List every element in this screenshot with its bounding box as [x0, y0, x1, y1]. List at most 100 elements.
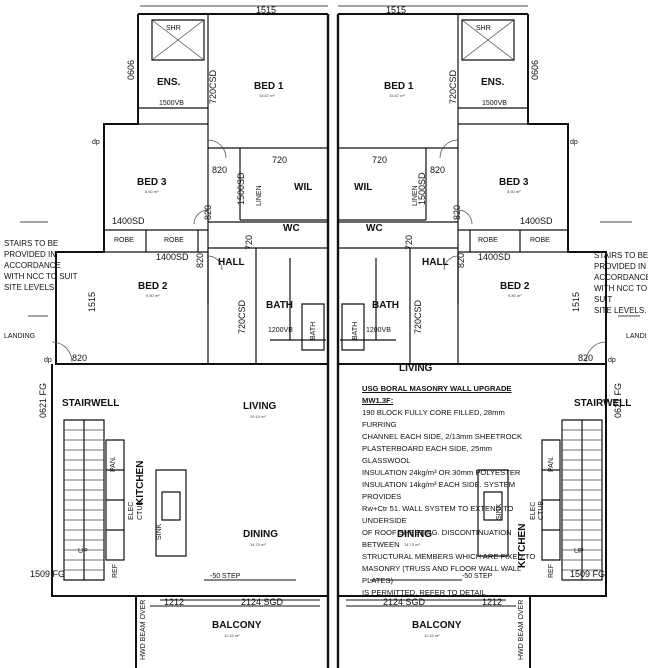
room-label-hall-right: HALL — [422, 257, 449, 268]
note-line: INSULATION 14kg/m³ EACH SIDE. SYSTEM PRO… — [362, 480, 516, 501]
dim-720-hall-left: 720 — [244, 234, 254, 250]
hwd-beam-left: HWD BEAM OVER — [140, 599, 147, 660]
dp-label-left-1: dp — [92, 139, 100, 146]
room-label-dining-right: DINING — [397, 529, 432, 540]
dim-2124sgd-right: 2124 SGD — [383, 597, 426, 607]
dim-1515-side-right: 1515 — [571, 291, 581, 312]
room-area-bed3-right: 8.60 m² — [507, 189, 521, 194]
linen-label-left: LINEN — [256, 185, 263, 206]
room-label-bath-left: BATH — [266, 300, 294, 311]
room-label-wc-right: WC — [366, 223, 383, 234]
room-label-bed3-right: BED 3 — [499, 177, 529, 188]
stair-note-line: SITE LEVELS. — [4, 283, 57, 292]
pantry-label-left: PAN. — [110, 456, 117, 472]
room-area-bed1-right: 15.87 m² — [389, 93, 405, 98]
dim-1500sd-right: 1500SD — [417, 172, 427, 205]
landing-label-right: LANDI — [626, 333, 647, 340]
step-label-right: -50 STEP — [462, 573, 493, 580]
room-label-living-left: LIVING — [243, 401, 277, 412]
room-label-bed1-right: BED 1 — [384, 81, 414, 92]
dim-1400sd-bot-left: 1400SD — [156, 252, 189, 262]
room-label-stairwell-right: STAIRWELL — [574, 398, 632, 409]
room-label-dining-left: DINING — [243, 529, 278, 540]
dim-720csd-top-right: 720CSD — [448, 69, 458, 104]
room-label-ens-right: ENS. — [481, 77, 505, 88]
dim-1515-top-left: 1515 — [256, 5, 277, 15]
stair-note-right: STAIRS TO BE PROVIDED IN ACCORDANCE WITH… — [594, 250, 648, 316]
room-label-wc-left: WC — [283, 223, 300, 234]
dim-0621fg-left: 0621 FG — [38, 382, 48, 418]
dim-820-landing-left: 820 — [72, 353, 88, 363]
dim-0606-right: 0606 — [530, 59, 540, 80]
room-area-bed2-left: 9.80 m² — [146, 293, 160, 298]
note-line: 190 BLOCK FULLY CORE FILLED, 28mm FURRIN… — [362, 408, 505, 429]
room-area-dining-right: 14.70 m² — [404, 542, 420, 547]
stair-note-line: PROVIDED IN — [594, 262, 647, 271]
dim-0606-left: 0606 — [126, 59, 136, 80]
note-heading: USG BORAL MASONRY WALL UPGRADE MW1.3F: — [362, 384, 512, 405]
room-label-kitchen-left: KITCHEN — [135, 460, 146, 505]
dim-820-bed1-right: 820 — [430, 165, 446, 175]
dim-2124sgd-left: 2124 SGD — [241, 597, 284, 607]
elec-label-left: ELEC — [128, 501, 135, 520]
fridge-label-left: REF — [112, 564, 119, 578]
masonry-wall-note: USG BORAL MASONRY WALL UPGRADE MW1.3F: 1… — [362, 383, 540, 599]
room-label-balcony-right: BALCONY — [412, 620, 462, 631]
step-label-left: -50 STEP — [210, 573, 241, 580]
dp-label-right-2: dp — [608, 357, 616, 364]
stair-note-left: STAIRS TO BE PROVIDED IN ACCORDANCE WITH… — [4, 238, 77, 293]
robe-label-right-2: ROBE — [530, 237, 550, 244]
room-label-balcony-left: BALCONY — [212, 620, 262, 631]
dim-720-wil-left: 720 — [272, 155, 288, 165]
room-label-bed2-left: BED 2 — [138, 281, 168, 292]
sink-label-left: SINK — [156, 523, 163, 540]
room-label-bed1-left: BED 1 — [254, 81, 284, 92]
room-label-bed3-left: BED 3 — [137, 177, 167, 188]
room-area-bed1-left: 15.87 m² — [259, 93, 275, 98]
dim-1400sd-bot-right: 1400SD — [478, 252, 511, 262]
room-label-stairwell-left: STAIRWELL — [62, 398, 120, 409]
stair-note-line: STAIRS TO BE — [594, 251, 648, 260]
landing-label-left: LANDING — [4, 333, 36, 340]
room-label-bed2-right: BED 2 — [500, 281, 530, 292]
stair-note-line: SITE LEVELS. — [594, 306, 647, 315]
note-line: IS PERMITTED. REFER TO DETAIL — [362, 588, 486, 597]
stair-note-line: ACCORDANCE — [4, 261, 61, 270]
dim-1500vb-right: 1500VB — [482, 100, 507, 107]
room-area-bed2-right: 9.80 m² — [508, 293, 522, 298]
room-label-hall-left: HALL — [218, 257, 245, 268]
dim-1400sd-top-right: 1400SD — [520, 216, 553, 226]
dim-720csd-top-left: 720CSD — [208, 69, 218, 104]
room-label-wil-left: WIL — [294, 182, 313, 193]
dp-label-left-2: dp — [44, 357, 52, 364]
dim-820-bed3-right: 820 — [452, 204, 462, 220]
dim-820-bed2-left: 820 — [195, 252, 205, 268]
dim-1212-left: 1212 — [164, 597, 185, 607]
room-label-living-right: LIVING — [399, 363, 433, 374]
dim-1212-right: 1212 — [482, 597, 503, 607]
dim-1509fg-left: 1509 FG — [30, 569, 66, 579]
room-label-wil-right: WIL — [354, 182, 373, 193]
hwd-beam-right: HWD BEAM OVER — [518, 599, 525, 660]
stair-note-line: STAIRS TO BE — [4, 239, 59, 248]
dim-720csd-bath-left: 720CSD — [237, 299, 247, 334]
bath-tub-label-left: BATH — [310, 321, 317, 340]
note-line: Rw+Ctr 51. WALL SYSTEM TO EXTEND TO UNDE… — [362, 504, 514, 525]
dim-820-bed2-right: 820 — [456, 252, 466, 268]
dim-1515-top-right: 1515 — [386, 5, 407, 15]
note-line: MASONRY (TRUSS AND FLOOR WALL WALL PLATE… — [362, 564, 521, 585]
stair-up-label-left: UP — [78, 548, 88, 555]
dim-1200vb-right: 1200VB — [366, 327, 391, 334]
stair-up-label-right: UP — [574, 548, 584, 555]
room-label-bath-right: BATH — [372, 300, 400, 311]
room-area-bed3-left: 8.60 m² — [145, 189, 159, 194]
dim-1500vb-left: 1500VB — [159, 100, 184, 107]
bath-tub-label-right: BATH — [352, 321, 359, 340]
ctub-label-left: CTUB — [137, 500, 144, 520]
dim-720csd-bath-right: 720CSD — [413, 299, 423, 334]
dim-0621fg-right: 0621 FG — [613, 382, 623, 418]
stair-note-line: ACCORDANCE — [594, 273, 648, 282]
dp-label-right-1: dp — [570, 139, 578, 146]
